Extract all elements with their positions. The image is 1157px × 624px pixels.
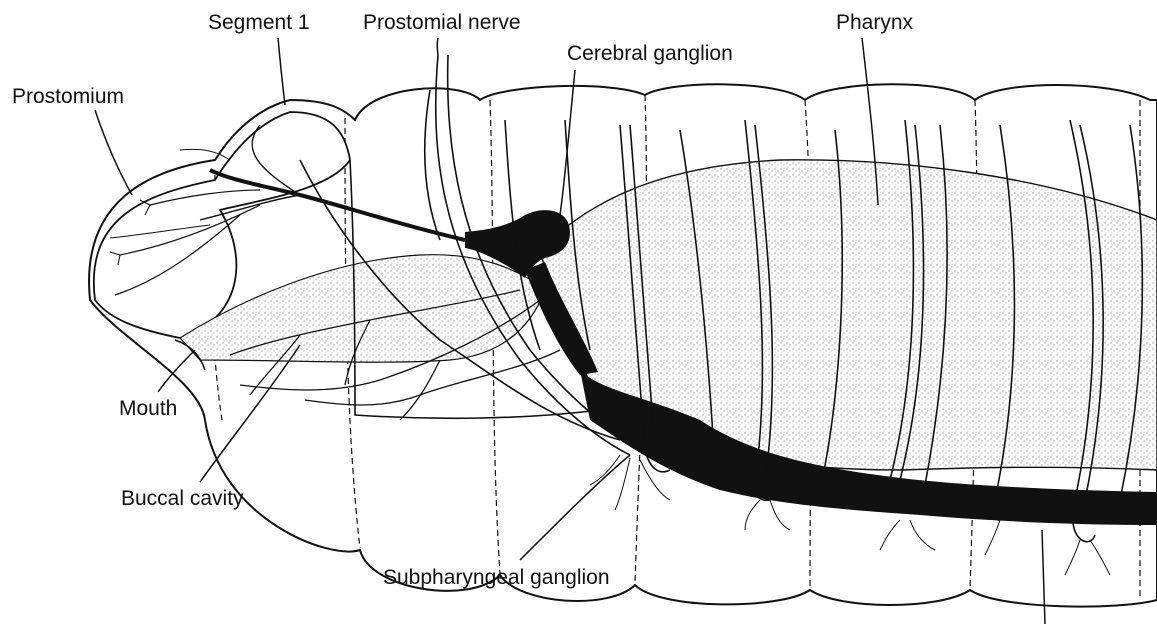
label-prostomial-nerve: Prostomial nerve <box>363 12 521 33</box>
label-buccal-cavity: Buccal cavity <box>121 488 244 509</box>
leader-segment-1 <box>278 38 285 105</box>
label-subpharyngeal-ganglion: Subpharyngeal ganglion <box>383 567 610 588</box>
label-cerebral-ganglion: Cerebral ganglion <box>567 43 733 64</box>
label-segment-1: Segment 1 <box>208 12 310 33</box>
label-pharynx: Pharynx <box>836 12 913 33</box>
leader-prostomial-nerve <box>437 38 438 55</box>
label-mouth: Mouth <box>119 398 177 419</box>
label-prostomium: Prostomium <box>12 86 124 107</box>
leader-prostomium <box>95 110 132 195</box>
